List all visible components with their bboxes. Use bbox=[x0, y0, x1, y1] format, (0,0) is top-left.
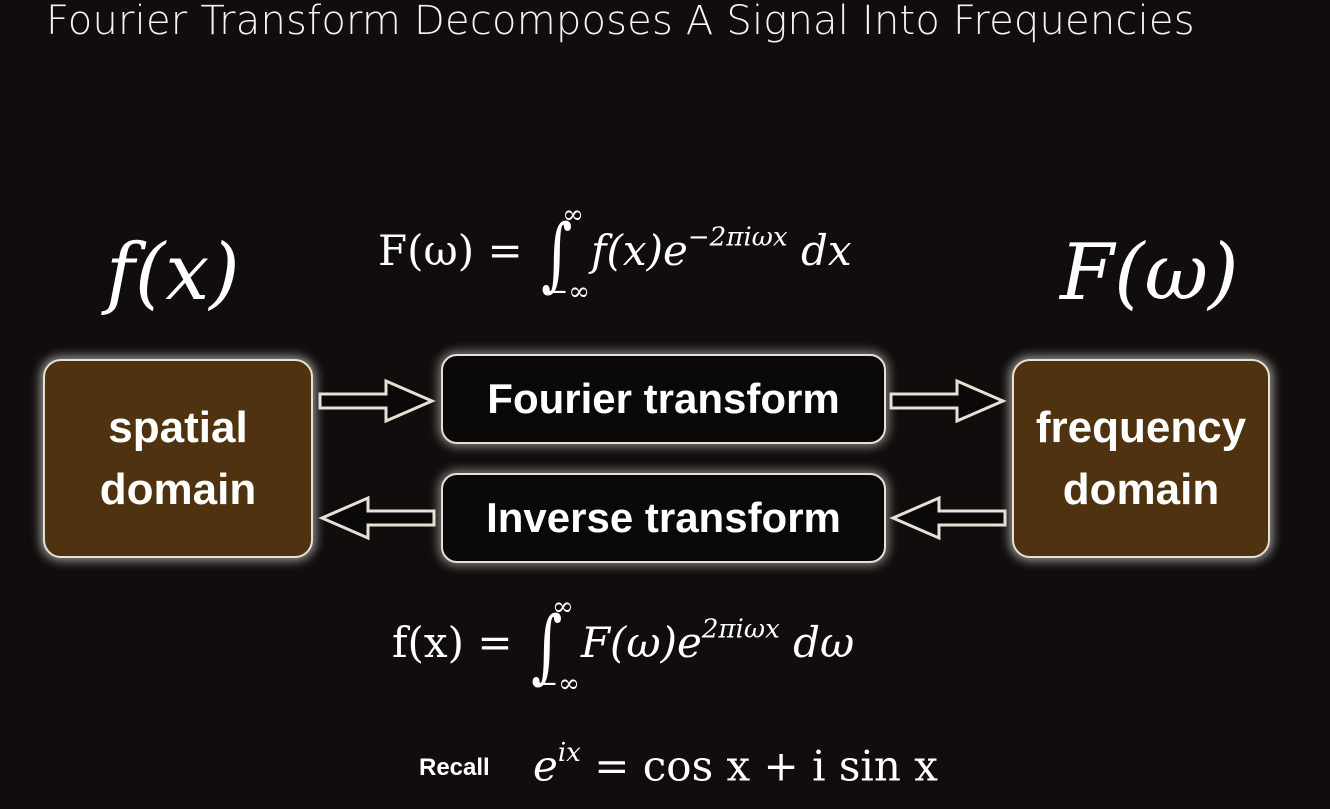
euler-formula: eix = cos x + i sin x bbox=[533, 738, 938, 791]
fourier-transform-box: Fourier transform bbox=[441, 354, 886, 444]
forward-transform-formula: F(ω) = ∫ ∞ −∞ f(x)e−2πiωx dx bbox=[378, 200, 852, 307]
inverse-transform-box: Inverse transform bbox=[441, 473, 886, 563]
forward-integral: ∫ ∞ −∞ bbox=[536, 200, 590, 307]
inverse-upper-limit: ∞ bbox=[551, 591, 574, 622]
forward-upper-limit: ∞ bbox=[562, 199, 584, 230]
inverse-lower-limit: −∞ bbox=[536, 668, 580, 699]
forward-lhs: F(ω) = bbox=[378, 225, 523, 275]
forward-differential: dx bbox=[800, 225, 852, 275]
spatial-domain-box: spatial domain bbox=[43, 359, 313, 558]
frequency-function-label: F(ω) bbox=[1060, 228, 1239, 318]
euler-exponent: ix bbox=[557, 738, 581, 768]
recall-label: Recall bbox=[419, 754, 490, 781]
inverse-exponent: 2πiωx bbox=[701, 614, 780, 645]
integral-sign-icon: ∫ bbox=[541, 207, 573, 300]
forward-integrand: f(x)e bbox=[591, 225, 688, 275]
inverse-integral: ∫ ∞ −∞ bbox=[526, 592, 580, 699]
inverse-transform-formula: f(x) = ∫ ∞ −∞ F(ω)e2πiωx dω bbox=[392, 592, 855, 699]
inverse-differential: dω bbox=[793, 617, 855, 667]
slide-title: Fourier Transform Decomposes A Signal In… bbox=[46, 0, 1195, 44]
arrow-right-icon bbox=[889, 378, 1007, 424]
euler-base: e bbox=[533, 741, 558, 791]
integral-sign-icon: ∫ bbox=[531, 599, 563, 692]
arrow-left-icon bbox=[318, 495, 436, 541]
arrow-left-icon bbox=[889, 495, 1007, 541]
inverse-integrand: F(ω)e bbox=[580, 617, 702, 667]
inverse-lhs: f(x) = bbox=[392, 617, 513, 667]
forward-exponent: −2πiωx bbox=[687, 222, 788, 253]
euler-rhs: = cos x + i sin x bbox=[594, 741, 938, 791]
arrow-right-icon bbox=[318, 378, 436, 424]
frequency-domain-box: frequency domain bbox=[1012, 359, 1270, 558]
forward-lower-limit: −∞ bbox=[546, 276, 590, 307]
spatial-function-label: f(x) bbox=[106, 228, 240, 318]
